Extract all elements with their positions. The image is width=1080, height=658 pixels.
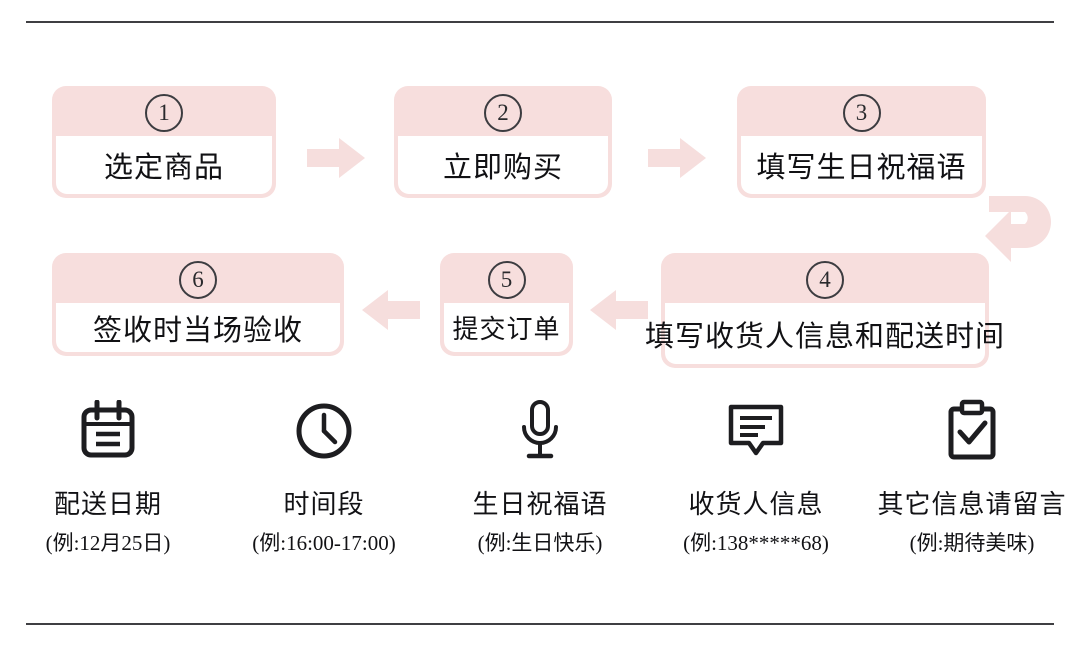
step-label-area: 提交订单 <box>444 303 569 352</box>
info-item-title: 收货人信息 <box>688 490 824 519</box>
arrow-uturn-icon-step3-step4 <box>985 190 1057 271</box>
step-label-3: 填写生日祝福语 <box>756 152 967 184</box>
microphone-icon <box>517 398 563 464</box>
info-item-delivery-date: 配送日期 (例:12月25日) <box>0 398 216 557</box>
arrow-right-icon-step2-step3 <box>648 138 706 178</box>
flow-step-3: 3 填写生日祝福语 <box>737 86 986 198</box>
info-item-title: 其它信息请留言 <box>877 490 1067 519</box>
info-item-example: (例:16:00-17:00) <box>252 531 396 555</box>
step-number-1: 1 <box>145 94 183 132</box>
info-item-title: 时间段 <box>283 490 365 519</box>
step-number-4: 4 <box>806 261 844 299</box>
step-label-6: 签收时当场验收 <box>92 314 303 347</box>
step-label-area: 填写收货人信息和配送时间 <box>645 303 1004 364</box>
flow-step-1: 1 选定商品 <box>52 86 276 198</box>
step-number-band: 6 <box>56 257 340 303</box>
flow-step-5: 5 提交订单 <box>440 253 573 356</box>
info-item-birthday-wish: 生日祝福语 (例:生日快乐) <box>432 398 648 557</box>
info-item-time-slot: 时间段 (例:16:00-17:00) <box>216 398 432 557</box>
info-item-other-message: 其它信息请留言 (例:期待美味) <box>864 398 1080 557</box>
flow-step-2: 2 立即购买 <box>394 86 612 198</box>
step-number-band: 4 <box>665 257 985 303</box>
calendar-icon <box>79 398 137 464</box>
arrow-right-icon-step1-step2 <box>307 138 365 178</box>
step-label-5: 提交订单 <box>452 315 561 344</box>
clipboard-check-icon <box>945 398 999 464</box>
arrow-left-icon-step5-step6 <box>362 290 420 330</box>
flow-step-6: 6 签收时当场验收 <box>52 253 344 356</box>
flow-step-4: 4 填写收货人信息和配送时间 <box>645 253 1004 368</box>
clock-icon <box>293 398 355 464</box>
step-number-band: 3 <box>741 90 982 136</box>
step-label-1: 选定商品 <box>103 152 224 184</box>
step-label-4: 填写收货人信息和配送时间 <box>645 320 1006 353</box>
top-divider <box>26 21 1054 23</box>
info-item-example: (例:12月25日) <box>45 531 171 555</box>
info-item-title: 生日祝福语 <box>472 490 608 519</box>
step-number-band: 1 <box>56 90 272 136</box>
step-number-3: 3 <box>842 94 881 132</box>
step-label-2: 立即购买 <box>442 152 563 184</box>
arrow-left-icon-step4-step5 <box>590 290 648 330</box>
step-label-area: 填写生日祝福语 <box>741 136 982 194</box>
step-number-6: 6 <box>179 261 217 299</box>
info-item-recipient-info: 收货人信息 (例:138*****68) <box>648 398 864 557</box>
message-note-icon <box>725 398 787 464</box>
info-item-example: (例:138*****68) <box>683 531 829 555</box>
step-number-band: 5 <box>444 257 569 303</box>
info-item-title: 配送日期 <box>53 490 162 519</box>
step-label-area: 选定商品 <box>56 136 272 194</box>
step-number-band: 2 <box>398 90 608 136</box>
step-number-5: 5 <box>487 261 526 299</box>
info-item-example: (例:生日快乐) <box>477 531 603 555</box>
step-label-area: 立即购买 <box>398 136 608 194</box>
step-number-2: 2 <box>484 94 522 132</box>
bottom-divider <box>26 623 1054 625</box>
step-label-area: 签收时当场验收 <box>56 303 340 352</box>
info-icon-row: 配送日期 (例:12月25日) 时间段 (例:16:00-17:00) 生日祝福… <box>0 398 1080 557</box>
info-item-example: (例:期待美味) <box>909 531 1035 555</box>
